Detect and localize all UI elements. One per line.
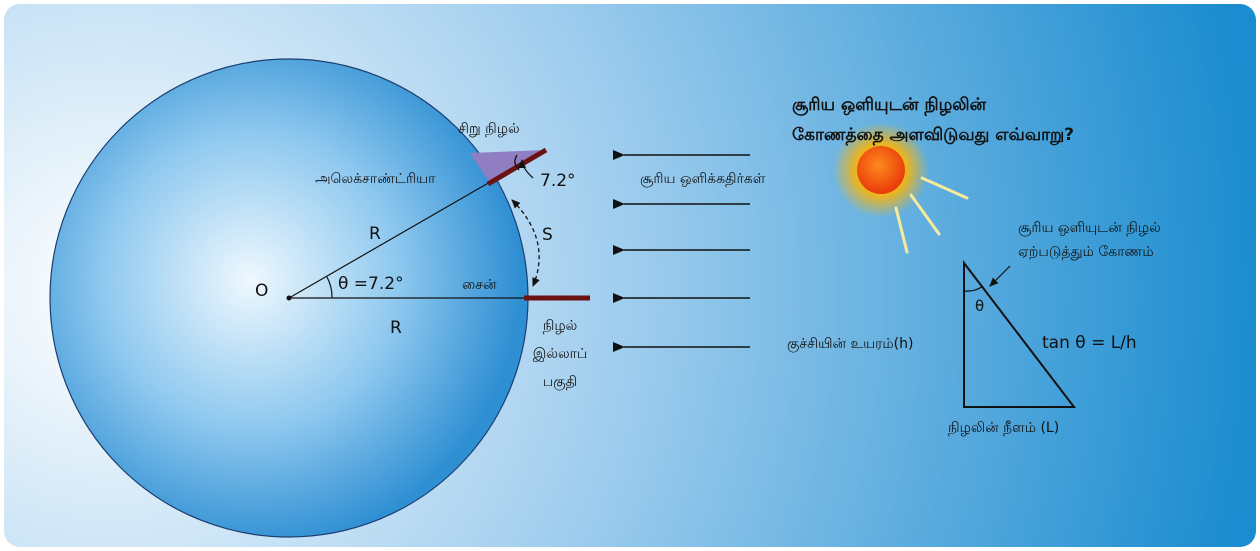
sun-rays-label: சூரிய ஒளிக்கதிர்கள் <box>640 171 766 187</box>
sun-light-ray-3 <box>894 206 909 254</box>
center-angle-arc <box>326 276 333 299</box>
title-line-2: கோணத்தை அளவிடுவது எவ்வாறு? <box>792 125 1074 145</box>
arc-distance-s <box>511 199 540 287</box>
small-shadow-wedge <box>470 150 545 183</box>
no-shadow-label-line-1: நிழல் <box>543 318 577 334</box>
shadow-triangle <box>963 260 1077 408</box>
small-shadow-label: சிறு நிழல் <box>458 121 520 137</box>
triangle-angle-arc <box>963 285 984 292</box>
alexandria-label: அலெக்சாண்ட்ரியா <box>315 171 436 187</box>
sun-light-ray-1 <box>920 176 969 200</box>
stick-height-label: குச்சியின் உயரம்(h) <box>787 336 913 353</box>
angle-label: θ =7.2° <box>338 274 404 294</box>
stick-angle-label: 7.2° <box>540 171 576 191</box>
triangle-angle-caption-line-2: ஏற்படுத்தும் கோணம் <box>1018 244 1154 260</box>
no-shadow-label-line-2: இல்லாப் <box>533 346 588 362</box>
radius-label-bottom: R <box>390 318 402 338</box>
no-shadow-label-line-3: பகுதி <box>543 374 577 391</box>
radius-label-top: R <box>369 224 381 244</box>
arc-label-s: S <box>542 225 553 245</box>
center-label-o: O <box>255 281 268 301</box>
stick-angle-arc <box>514 154 520 171</box>
sun-icon <box>857 146 905 194</box>
title-line-1: சூரிய ஒளியுடன் நிழலின் <box>792 95 987 117</box>
sun-light-ray-2 <box>909 193 941 236</box>
triangle-theta-label: θ <box>975 297 984 315</box>
triangle-angle-pointer <box>989 265 1011 287</box>
center-point <box>286 295 292 301</box>
stick-angle-pointer <box>518 159 534 179</box>
radius-to-alexandria <box>288 177 498 299</box>
syene-label: சைன் <box>462 277 497 293</box>
triangle-angle-caption-line-1: சூரிய ஒளியுடன் நிழல் <box>1018 220 1161 236</box>
shadow-length-label: நிழலின் நீளம் (L) <box>948 420 1059 436</box>
tan-formula: tan θ = L/h <box>1042 333 1137 353</box>
